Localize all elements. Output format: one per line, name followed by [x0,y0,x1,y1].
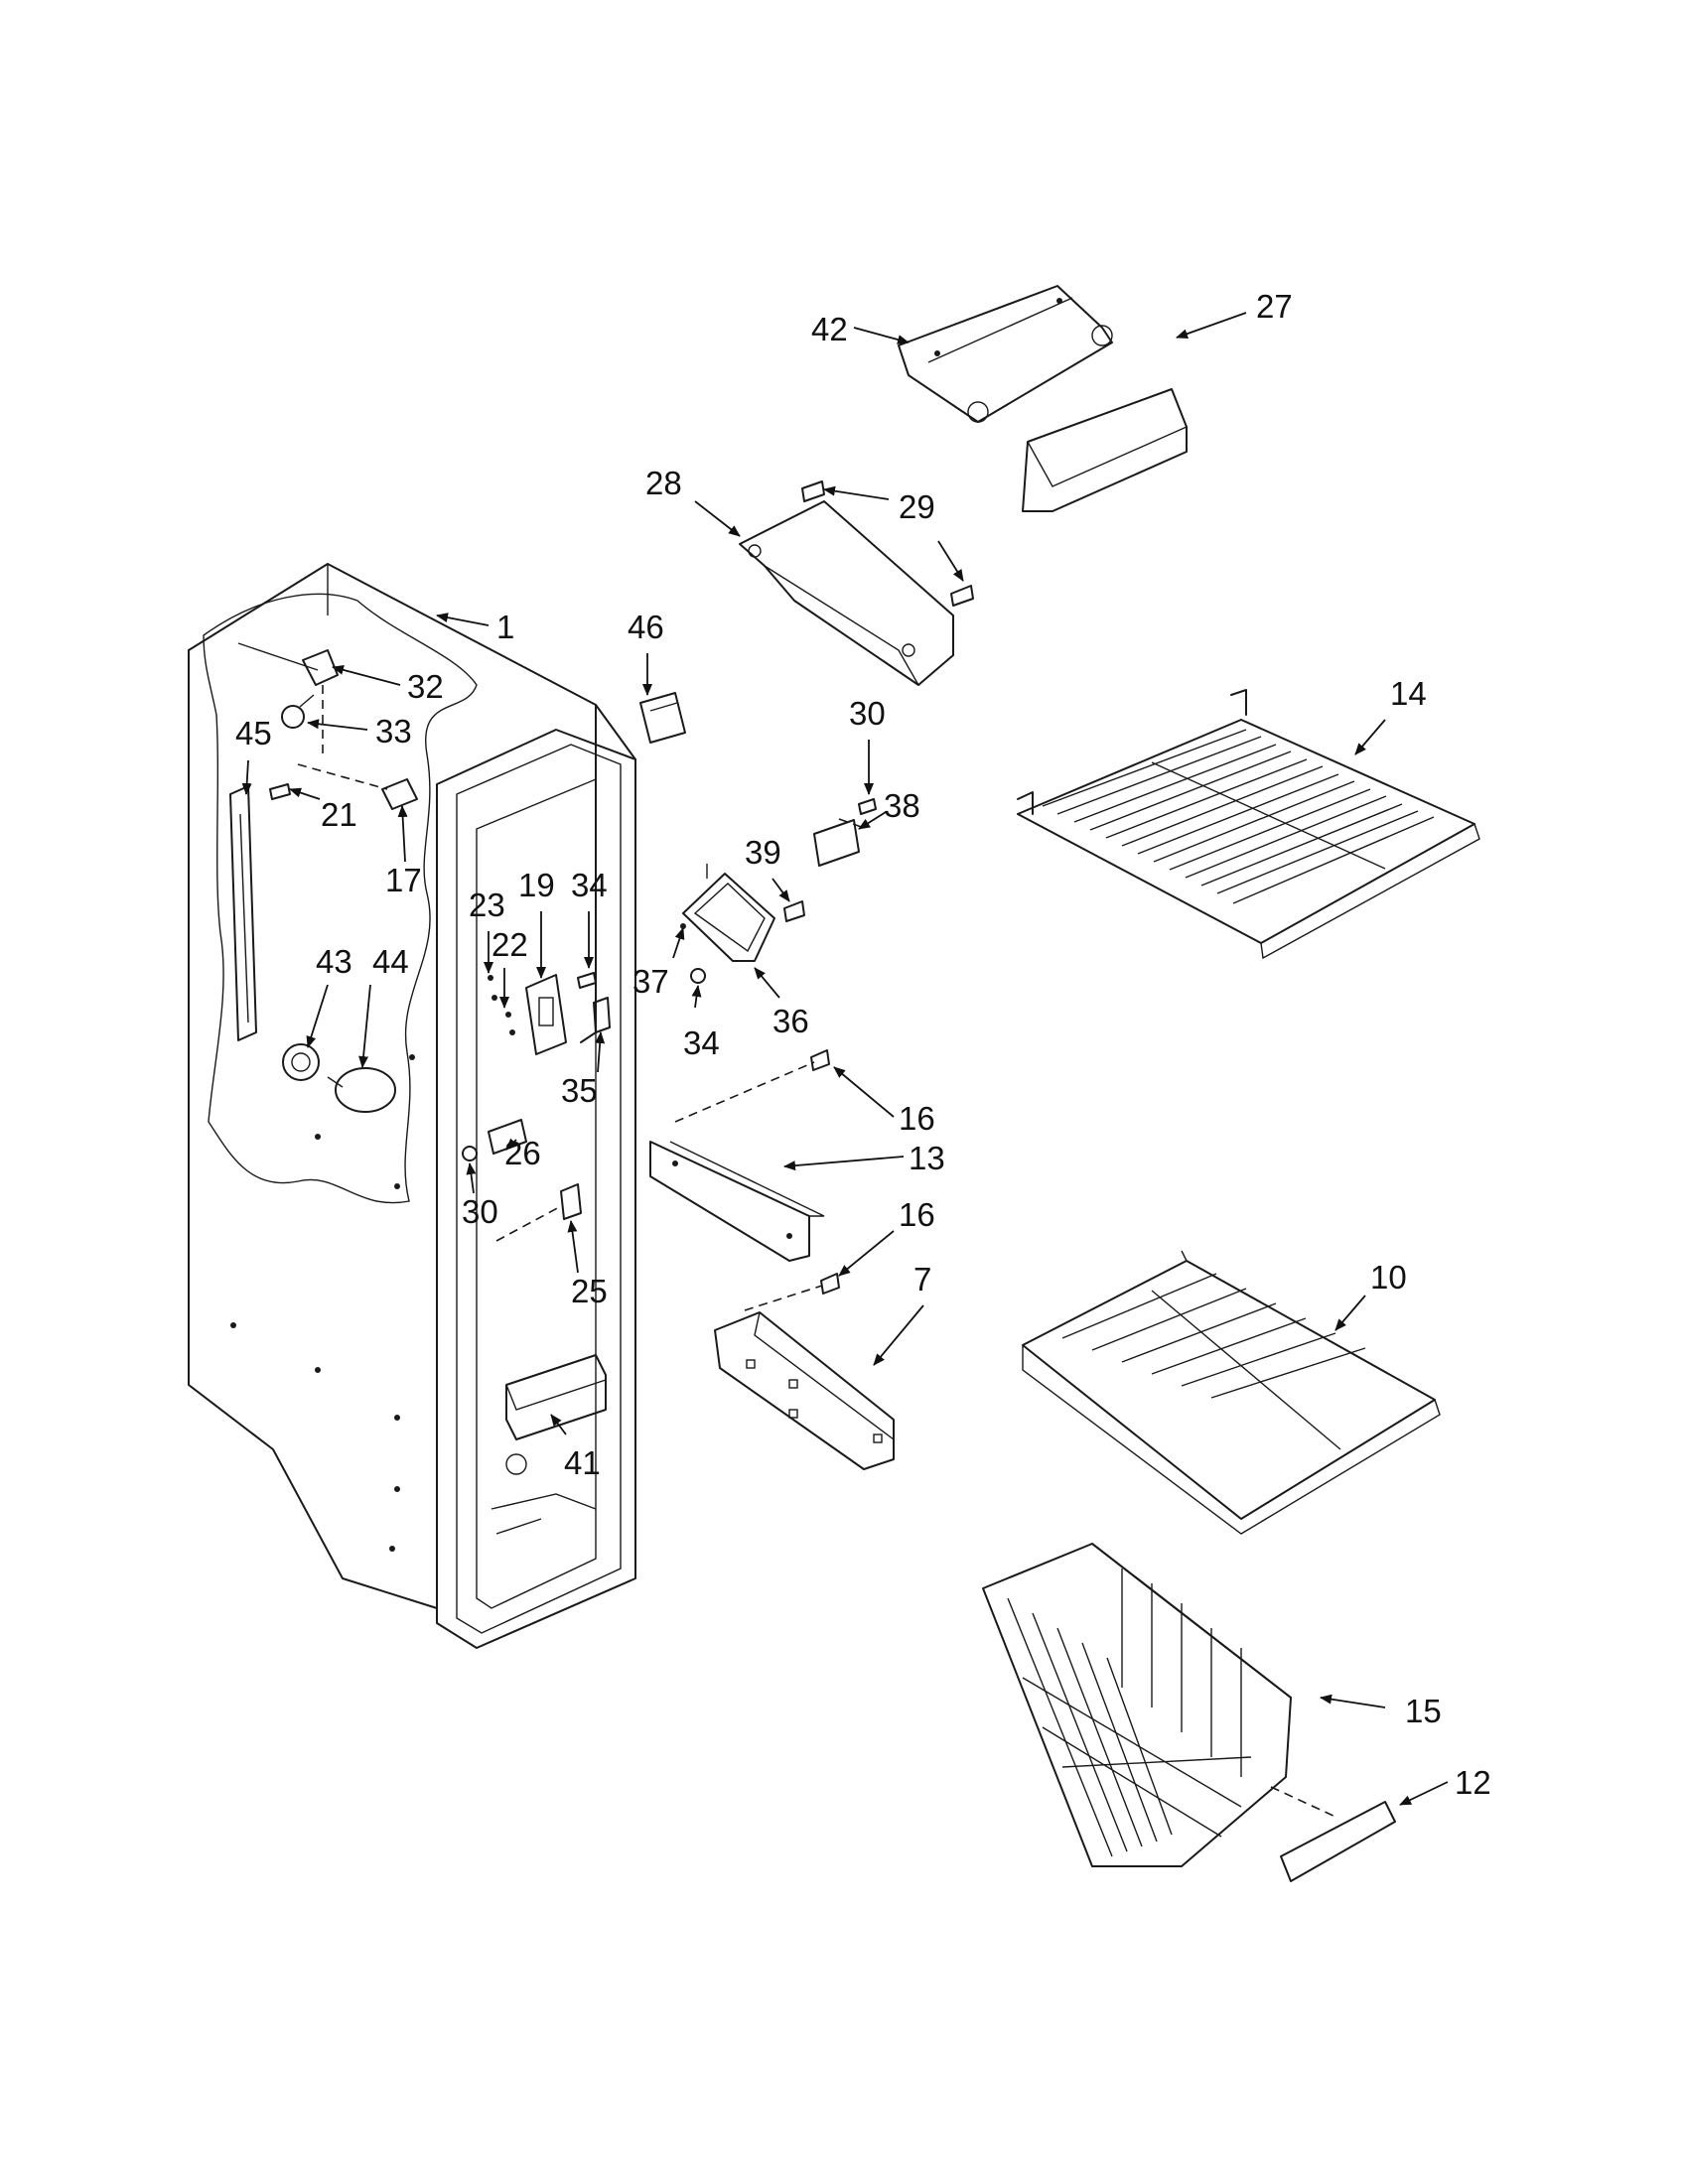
callout-34a: 34 [571,867,608,903]
screw-21 [269,783,291,800]
small-parts-23-22 [488,975,515,1035]
callout-23: 23 [469,887,505,923]
callout-15: 15 [1405,1693,1442,1729]
screw-34a [577,972,597,989]
callout-13: 13 [909,1140,945,1176]
callout-33: 33 [375,713,412,750]
callout-46: 46 [628,609,664,645]
callout-25: 25 [571,1273,608,1309]
bracket-17 [297,763,418,810]
cover-27 [1022,388,1188,512]
bulb-33 [281,694,315,729]
wire-basket-15 [982,1543,1336,1867]
callout-30a: 30 [462,1193,498,1230]
hinge-cover-42 [898,285,1113,423]
control-19 [525,974,567,1055]
callout-16a: 16 [899,1100,935,1137]
screw-30b [858,798,877,815]
callout-19: 19 [518,867,555,903]
callout-labels: 1 32 33 45 21 17 43 44 23 19 22 34 35 26… [235,288,1491,1801]
callout-12: 12 [1455,1764,1491,1801]
callout-1: 1 [496,609,514,645]
bracket-28 [739,500,954,686]
callout-43: 43 [316,943,352,980]
trim-12 [1280,1801,1396,1882]
housing-41 [505,1354,607,1440]
callout-7: 7 [913,1261,931,1297]
callout-21: 21 [321,796,357,833]
callout-27: 27 [1256,288,1293,325]
bulb-44 [327,1067,396,1113]
light-shield-45 [229,785,257,1041]
screw-30a [462,1146,478,1161]
callout-17: 17 [385,862,422,898]
glass-shelf-10 [1022,1250,1441,1535]
callout-32: 32 [407,668,444,705]
callout-leaders [241,312,1449,1806]
screw-16b [744,1273,840,1311]
rail-13 [649,1061,825,1262]
callout-38: 38 [884,787,920,824]
screw-34b-37 [680,923,706,984]
plate-36 [682,864,775,962]
light-socket-32 [237,642,339,754]
callout-34b: 34 [683,1024,720,1061]
bracket-38 [813,818,868,867]
callout-14: 14 [1390,675,1427,712]
callout-10: 10 [1370,1259,1407,1296]
callout-35: 35 [561,1072,598,1109]
callout-29: 29 [899,488,935,525]
callout-36: 36 [772,1003,809,1039]
callout-44: 44 [372,943,409,980]
callout-16b: 16 [899,1196,935,1233]
cabinet-liner [188,563,636,1649]
screw-16a [810,1049,830,1071]
callout-41: 41 [564,1444,601,1481]
clip-46 [639,692,686,744]
screw-39 [783,900,805,922]
callout-45: 45 [235,715,272,751]
clip-25 [495,1183,582,1242]
callout-39: 39 [745,834,781,871]
callout-28: 28 [645,465,682,501]
bracket-7 [714,1311,895,1470]
clip-35 [593,997,611,1033]
callout-22: 22 [491,926,528,963]
wire-shelf-14 [1017,689,1480,960]
callout-37: 37 [632,963,669,1000]
switch-26 [488,1119,527,1155]
callout-42: 42 [811,311,848,347]
callout-30b: 30 [849,695,886,732]
socket-43 [282,1043,320,1081]
callout-26: 26 [504,1135,541,1171]
